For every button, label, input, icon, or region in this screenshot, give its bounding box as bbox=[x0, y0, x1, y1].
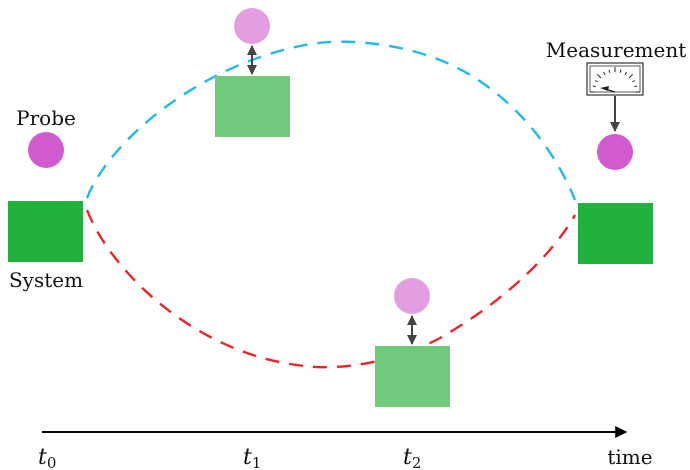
system-t1 bbox=[215, 76, 290, 137]
probe-final bbox=[597, 134, 633, 170]
measurement-label: Measurement bbox=[546, 38, 687, 62]
gauge-tick bbox=[596, 73, 602, 79]
tick-label-t1: t1 bbox=[243, 445, 261, 470]
system-t2 bbox=[375, 346, 450, 407]
upper-path bbox=[85, 40, 577, 201]
time-label: time bbox=[607, 445, 652, 469]
tick-label-t0: t0 bbox=[38, 445, 56, 470]
analog-meter-icon bbox=[586, 62, 644, 96]
tick-label-t2: t2 bbox=[403, 445, 421, 470]
gauge-tick bbox=[624, 71, 627, 75]
gauge-tick bbox=[632, 80, 636, 83]
system-label: System bbox=[9, 268, 83, 292]
lower-path bbox=[85, 209, 577, 369]
gauge-tick bbox=[634, 85, 638, 88]
gauge-tick bbox=[603, 71, 606, 75]
probe-initial bbox=[28, 132, 64, 168]
probe-t1 bbox=[234, 8, 270, 44]
gauge-tick bbox=[594, 80, 598, 83]
gauge-tick bbox=[619, 69, 622, 73]
probe-label: Probe bbox=[16, 106, 76, 130]
gauge-tick bbox=[592, 85, 596, 88]
system-initial bbox=[8, 201, 83, 262]
gauge-tick bbox=[608, 69, 611, 73]
system-final bbox=[578, 203, 653, 264]
gauge-tick bbox=[628, 73, 634, 79]
probe-t2 bbox=[394, 278, 430, 314]
